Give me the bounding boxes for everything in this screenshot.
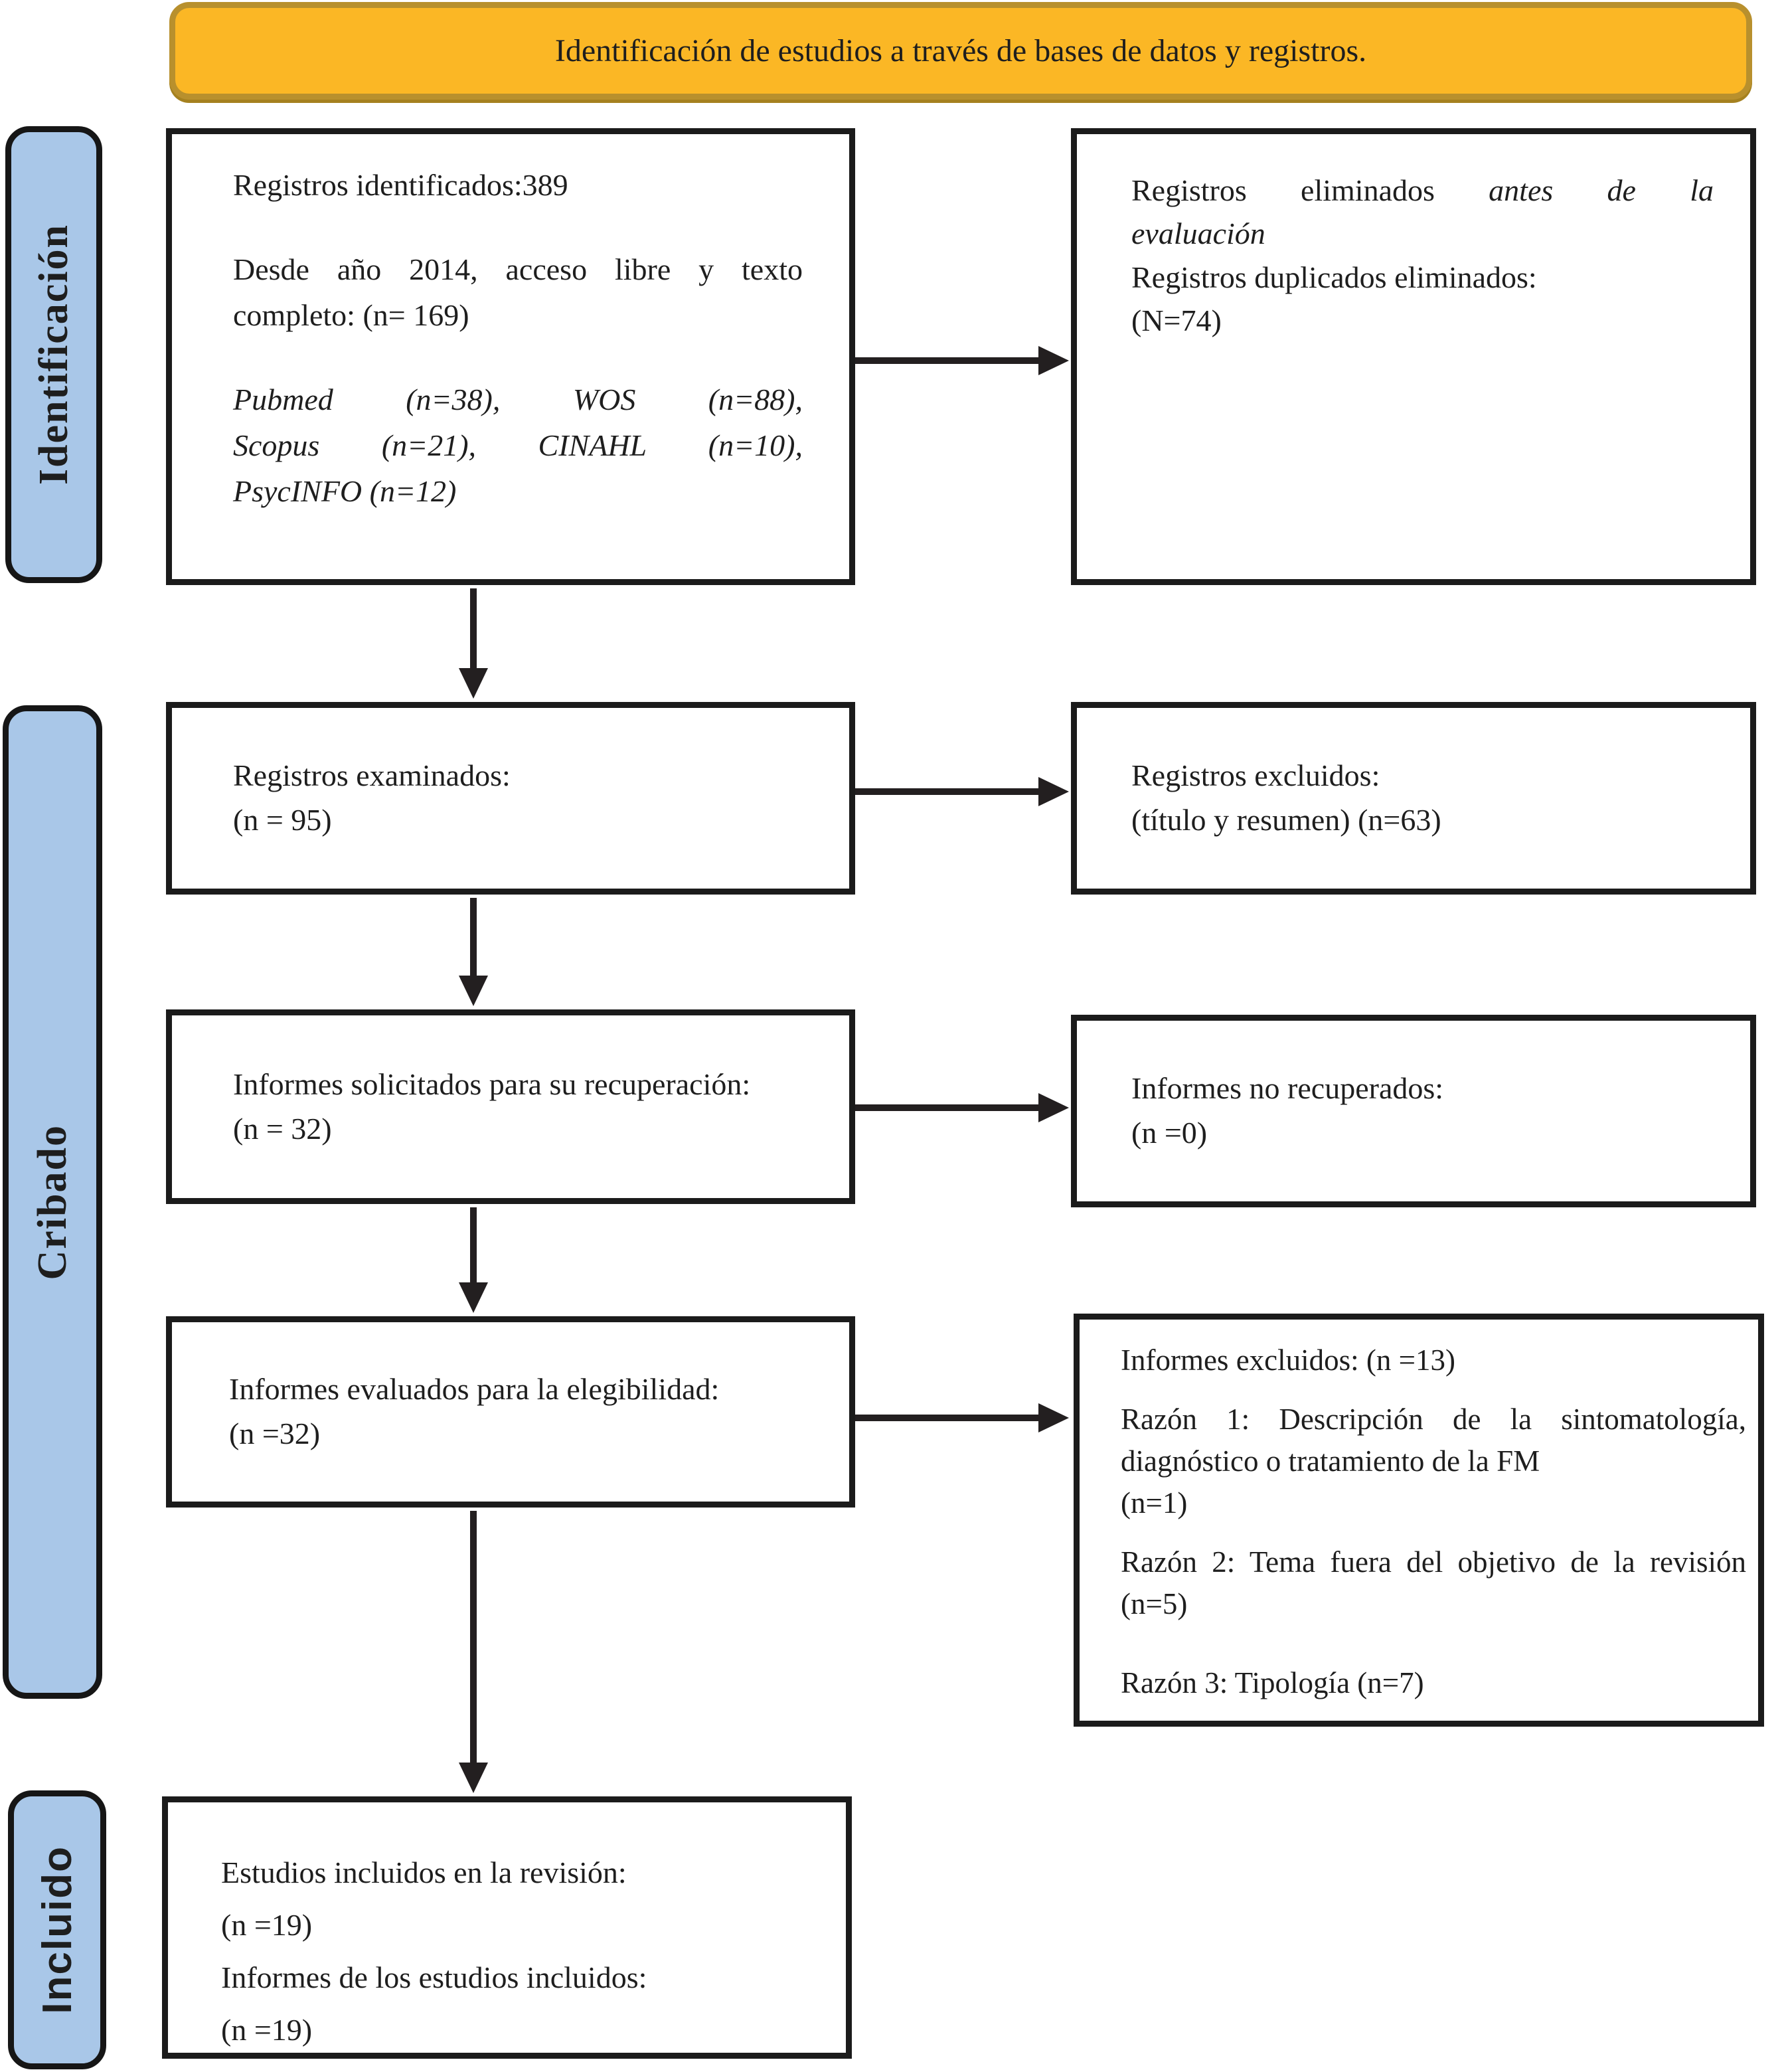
arrow-sought-to-assessed <box>459 1207 488 1313</box>
stage-label-included: Incluido <box>8 1790 106 2069</box>
stage-label-screening: Cribado <box>3 705 102 1699</box>
records-screened-n: (n = 95) <box>233 803 332 837</box>
arrow-identified-to-screened <box>459 588 488 699</box>
arrow-identified-to-removed <box>855 346 1069 375</box>
stage-label-identification-text: Identificación <box>31 224 76 485</box>
reports-excluded-title: Informes excluidos: (n =13) <box>1121 1343 1456 1377</box>
reports-assessed-n: (n =32) <box>229 1417 321 1450</box>
records-screened-line1: Registros examinados: <box>233 758 511 793</box>
reports-excluded-reason1: Razón 1: Descripción de la sintomatologí… <box>1121 1399 1746 1524</box>
stage-label-screening-text: Cribado <box>29 1124 75 1280</box>
banner-title: Identificación de estudios a través de b… <box>554 33 1367 68</box>
box-reports-assessed: Informes evaluados para la elegibilidad:… <box>166 1316 855 1508</box>
duplicates-removed-line: Registros duplicados eliminados: <box>1131 260 1537 294</box>
reports-sought-n: (n = 32) <box>233 1111 332 1146</box>
arrow-sought-to-not-retrieved <box>855 1093 1069 1122</box>
reports-excluded-reason1-text: Razón 1: Descripción de la sintomatologí… <box>1121 1403 1746 1478</box>
box-records-identified: Registros identificados:389 Desde año 20… <box>166 128 855 585</box>
records-removed-prefix: Registros eliminados <box>1131 173 1489 207</box>
studies-included-line1: Estudios incluidos en la revisión: <box>221 1856 627 1889</box>
box-reports-excluded-reasons: Informes excluidos: (n =13) Razón 1: Des… <box>1074 1314 1764 1727</box>
box-reports-sought: Informes solicitados para su recuperació… <box>166 1009 855 1204</box>
box-records-removed-before-screening: Registros eliminados antes de la evaluac… <box>1071 128 1756 585</box>
reports-excluded-reason3: Razón 3: Tipología (n=7) <box>1121 1666 1424 1699</box>
records-excluded-n: (título y resumen) (n=63) <box>1131 803 1441 837</box>
stage-label-identification: Identificación <box>5 126 102 583</box>
records-identified-count: Registros identificados:389 <box>233 168 568 202</box>
records-removed-italic2: evaluación <box>1131 216 1265 251</box>
box-reports-not-retrieved: Informes no recuperados: (n =0) <box>1071 1015 1756 1207</box>
duplicates-removed-n: (N=74) <box>1131 303 1222 337</box>
stage-label-included-text: Incluido <box>34 1846 80 2014</box>
box-records-screened: Registros examinados: (n = 95) <box>166 702 855 895</box>
records-removed-sentence: Registros eliminados antes de la evaluac… <box>1131 169 1714 342</box>
records-identified-sources: Pubmed (n=38), WOS (n=88), Scopus (n=21)… <box>233 377 803 514</box>
records-excluded-line1: Registros excluidos: <box>1131 758 1380 793</box>
records-identified-sources-line3: PsycINFO (n=12) <box>233 474 457 508</box>
records-identified-sources-line1: Pubmed (n=38), WOS (n=88), <box>233 383 803 416</box>
arrow-screened-to-sought <box>459 898 488 1006</box>
records-identified-sources-line2: Scopus (n=21), CINAHL (n=10), <box>233 428 803 462</box>
records-removed-line1: Registros eliminados antes de la <box>1131 169 1714 212</box>
reports-not-retrieved-n: (n =0) <box>1131 1116 1208 1150</box>
reports-not-retrieved-line1: Informes no recuperados: <box>1131 1071 1444 1106</box>
arrow-assessed-to-included <box>459 1511 488 1793</box>
reports-excluded-reason1-n: (n=1) <box>1121 1486 1188 1519</box>
box-studies-included: Estudios incluidos en la revisión: (n =1… <box>162 1796 852 2059</box>
reports-excluded-reason2: Razón 2: Tema fuera del objetivo de la r… <box>1121 1545 1746 1620</box>
reports-assessed-line1: Informes evaluados para la elegibilidad: <box>229 1372 720 1407</box>
records-identified-filter-line1: Desde año 2014, acceso libre y texto <box>233 252 803 286</box>
reports-sought-line1: Informes solicitados para su recuperació… <box>233 1067 751 1101</box>
records-identified-filter: Desde año 2014, acceso libre y texto com… <box>233 246 803 338</box>
reports-included-n: (n =19) <box>221 2013 313 2047</box>
reports-included-line: Informes de los estudios incluidos: <box>221 1960 647 1995</box>
arrow-screened-to-excluded <box>855 777 1069 806</box>
records-removed-italic1: antes de la <box>1489 173 1714 207</box>
box-records-excluded: Registros excluidos: (título y resumen) … <box>1071 702 1756 895</box>
banner-identification-header: Identificación de estudios a través de b… <box>169 2 1752 100</box>
arrow-assessed-to-excluded-reasons <box>855 1403 1069 1432</box>
studies-included-n: (n =19) <box>221 1908 313 1942</box>
records-identified-filter-line2: completo: (n= 169) <box>233 298 469 332</box>
